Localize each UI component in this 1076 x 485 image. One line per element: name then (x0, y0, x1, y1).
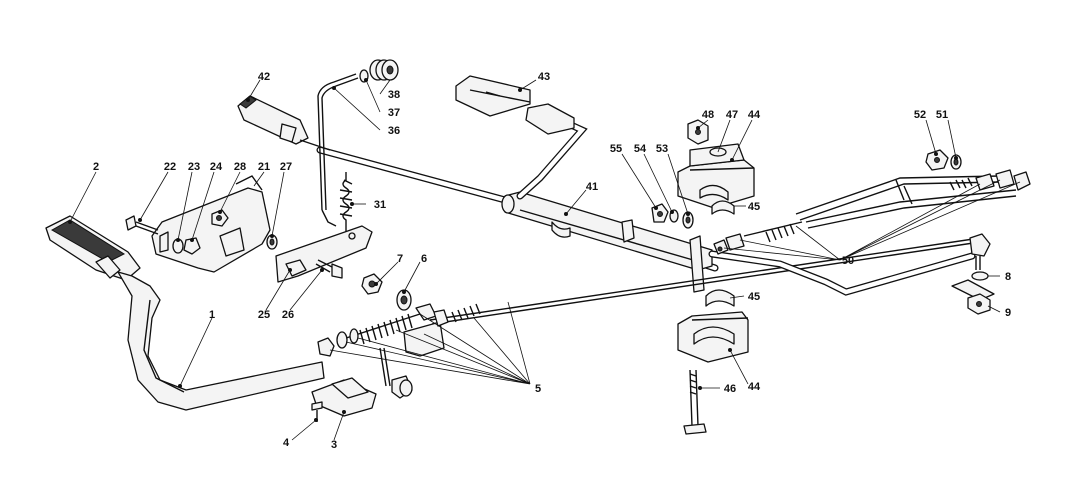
label-part-54: 54 (634, 143, 647, 155)
spring-50 (743, 221, 803, 243)
clip-3 (311, 377, 377, 417)
label-part-6: 6 (421, 253, 427, 265)
label-part-5: 5 (535, 383, 541, 395)
plate-25 (275, 225, 373, 283)
label-part-52: 52 (914, 109, 926, 121)
spring-38 (369, 59, 399, 81)
cross-shaft-41 (501, 191, 713, 293)
washer-53 (682, 211, 694, 229)
handle-42 (237, 95, 331, 151)
label-part-9: 9 (1005, 307, 1011, 319)
pin-5 (379, 347, 413, 399)
part-number-labels: 2 1 3 4 5 6 7 8 9 21 22 23 24 25 26 27 2… (93, 71, 1011, 451)
bushing-45-upper (711, 200, 735, 215)
label-part-44-upper: 44 (748, 109, 761, 121)
label-part-45-upper: 45 (748, 201, 760, 213)
spring-31 (339, 172, 353, 232)
washer-5b (336, 331, 348, 349)
label-part-7: 7 (397, 253, 403, 265)
spring-5a (451, 303, 481, 323)
label-part-23: 23 (188, 161, 200, 173)
nut-52 (925, 149, 949, 171)
label-part-46: 46 (724, 383, 736, 395)
bracket-43 (455, 75, 531, 117)
washer-27 (266, 234, 278, 250)
washer-51 (950, 154, 962, 170)
label-part-50: 50 (842, 255, 854, 267)
leader-dots (68, 78, 958, 422)
label-part-31: 31 (374, 199, 386, 211)
bolt-26 (315, 259, 343, 279)
label-part-51: 51 (936, 109, 948, 121)
label-part-38: 38 (388, 89, 400, 101)
label-part-4: 4 (283, 437, 290, 449)
bolt-22 (125, 215, 159, 235)
label-part-48: 48 (702, 109, 714, 121)
label-part-41: 41 (586, 181, 598, 193)
label-part-37: 37 (388, 107, 400, 119)
bearing-block-44-lower (677, 311, 749, 363)
rod-5 (429, 237, 981, 325)
nut-7 (361, 273, 383, 295)
bracket-5 (403, 303, 449, 357)
label-part-42: 42 (258, 71, 270, 83)
nut-48 (687, 119, 709, 145)
label-part-27: 27 (280, 161, 292, 173)
washer-5c (349, 328, 359, 344)
rod-end-fitting (969, 233, 991, 270)
bearing-block-44-upper (677, 143, 755, 209)
label-part-36: 36 (388, 125, 400, 137)
nut-24 (183, 237, 201, 255)
label-part-25: 25 (258, 309, 270, 321)
nut-5a (317, 337, 335, 357)
label-part-26: 26 (282, 309, 294, 321)
label-part-2: 2 (93, 161, 99, 173)
label-part-8: 8 (1005, 271, 1011, 283)
leader-lines (69, 79, 1021, 441)
rod-36 (317, 73, 359, 227)
nut-55 (651, 203, 669, 223)
label-part-53: 53 (656, 143, 668, 155)
fittings-50 (713, 169, 1031, 255)
label-part-47: 47 (726, 109, 738, 121)
bolt-46 (683, 369, 707, 435)
label-part-45-lower: 45 (748, 291, 760, 303)
label-part-43: 43 (538, 71, 550, 83)
label-part-24: 24 (210, 161, 223, 173)
label-part-21: 21 (258, 161, 270, 173)
nut-9 (967, 293, 991, 315)
pedal-arm-1 (117, 271, 325, 411)
label-part-55: 55 (610, 143, 622, 155)
pedal-pad-2 (45, 215, 141, 281)
label-part-3: 3 (331, 439, 337, 451)
shaft-arm (516, 103, 588, 200)
label-part-28: 28 (234, 161, 246, 173)
label-part-44-lower: 44 (748, 381, 761, 393)
label-part-1: 1 (209, 309, 215, 321)
bracket-21 (151, 175, 271, 273)
label-part-22: 22 (164, 161, 176, 173)
bushing-45-lower (705, 289, 735, 307)
